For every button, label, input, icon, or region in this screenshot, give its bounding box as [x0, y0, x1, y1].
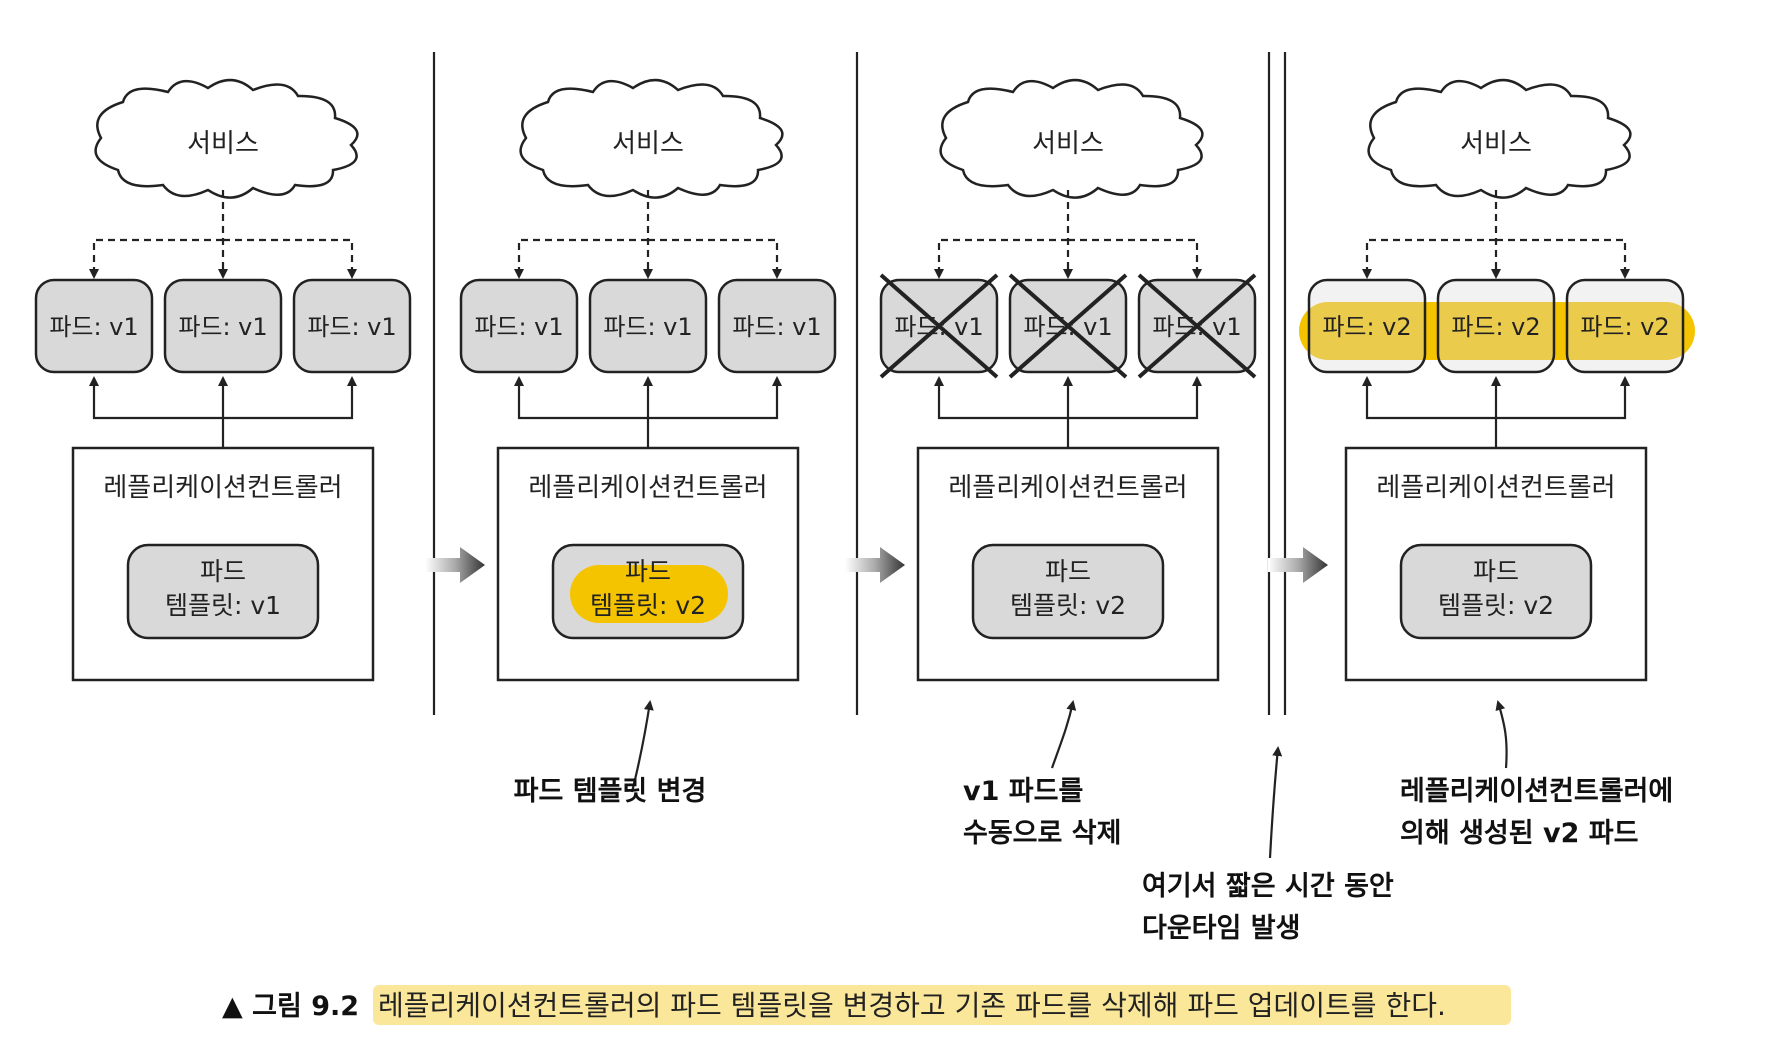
transition-arrow-2	[845, 547, 905, 583]
annotation-downtime-line2: 다운타임 발생	[1142, 913, 1300, 944]
annotation-delete-manual-line2: 수동으로 삭제	[963, 818, 1121, 849]
rc-link-right	[1496, 376, 1630, 420]
pod: 파드: v1	[717, 278, 837, 374]
pod-template-label-line2: 템플릿: v2	[1438, 591, 1554, 620]
annotation-new-pods-line1: 레플리케이션컨트롤러에	[1400, 776, 1673, 807]
service-link-right	[1068, 238, 1202, 279]
pod-box	[34, 278, 154, 374]
pod-template-label-line1: 파드	[1473, 557, 1519, 586]
pod-box	[1565, 278, 1685, 374]
pod-template-label-line1: 파드	[625, 557, 671, 586]
pods-highlight	[1299, 302, 1695, 360]
pod-box	[1436, 278, 1556, 374]
pod-template-box	[1399, 543, 1593, 640]
service-link-left	[934, 238, 1068, 279]
caption-highlight	[373, 985, 1511, 1025]
pod-label: 파드: v1	[307, 313, 396, 341]
pointer-delete-manual	[1050, 700, 1077, 769]
pod-label: 파드: v2	[1322, 313, 1411, 341]
pod-label: 파드: v1	[49, 313, 138, 341]
service-link-right	[1496, 238, 1630, 279]
caption-prefix: ▲ 그림 9.2	[222, 991, 359, 1022]
pod-box	[163, 278, 283, 374]
pod-label: 파드: v1	[474, 313, 563, 341]
pod: 파드: v1	[588, 278, 708, 374]
service-cloud	[519, 78, 784, 199]
pod-template-label-line2: 템플릿: v2	[1010, 591, 1126, 620]
pod-template-label-line2: 템플릿: v1	[165, 591, 281, 620]
service-link-right	[223, 238, 357, 279]
service-link-left	[1362, 238, 1496, 279]
pod: 파드: v1	[1137, 273, 1257, 379]
rc-link-right	[1068, 376, 1202, 420]
service-label: 서비스	[612, 129, 684, 159]
replication-controller-title: 레플리케이션컨트롤러	[103, 473, 342, 503]
service-cloud	[94, 78, 359, 199]
pod-box	[1307, 278, 1427, 374]
service-cloud	[1367, 78, 1632, 199]
replication-controller-title: 레플리케이션컨트롤러	[948, 473, 1187, 503]
pod: 파드: v2	[1565, 278, 1685, 374]
annotation-change-template: 파드 템플릿 변경	[514, 776, 707, 807]
rc-link-left	[514, 376, 650, 448]
service-label: 서비스	[187, 129, 259, 159]
pod: 파드: v1	[1008, 273, 1128, 379]
pod-box	[588, 278, 708, 374]
annotation-delete-manual-line1: v1 파드를	[963, 776, 1083, 807]
pod-template-label-line2: 템플릿: v2	[590, 591, 706, 620]
rc-link-right	[223, 376, 357, 420]
pod-deleted-cross	[1008, 273, 1128, 379]
pod: 파드: v1	[34, 278, 154, 374]
pod-box	[459, 278, 579, 374]
pod-box	[292, 278, 412, 374]
pod-deleted-cross	[879, 273, 999, 379]
pointer-new-pods	[1495, 700, 1508, 769]
pod-template-box	[126, 543, 320, 640]
pod: 파드: v1	[292, 278, 412, 374]
pod-template-label-line1: 파드	[1045, 557, 1091, 586]
rc-link-left	[89, 376, 225, 448]
pod-box	[717, 278, 837, 374]
replication-controller-title: 레플리케이션컨트롤러	[1376, 473, 1615, 503]
service-cloud	[939, 78, 1204, 199]
pod-label: 파드: v1	[178, 313, 267, 341]
pod: 파드: v1	[163, 278, 283, 374]
rc-link-right	[648, 376, 782, 420]
service-link-right	[648, 238, 782, 279]
transition-arrow-3	[1268, 547, 1328, 583]
pod-label: 파드: v2	[1580, 313, 1669, 341]
pod: 파드: v2	[1307, 278, 1427, 374]
pointer-change-template	[630, 700, 654, 793]
pod-label: 파드: v1	[732, 313, 821, 341]
service-link-left	[514, 238, 648, 279]
annotation-downtime-line1: 여기서 짧은 시간 동안	[1142, 871, 1394, 902]
service-label: 서비스	[1460, 129, 1532, 159]
pod: 파드: v1	[459, 278, 579, 374]
pointer-downtime	[1268, 746, 1283, 859]
pod-template-label-line1: 파드	[200, 557, 246, 586]
transition-arrow-1	[425, 547, 485, 583]
pod-deleted-cross	[1137, 273, 1257, 379]
pod-template-box	[971, 543, 1165, 640]
service-link-left	[89, 238, 223, 279]
caption-text: 레플리케이션컨트롤러의 파드 템플릿을 변경하고 기존 파드를 삭제해 파드 업…	[378, 989, 1446, 1022]
pod-label: 파드: v2	[1451, 313, 1540, 341]
pod: 파드: v2	[1436, 278, 1556, 374]
annotation-new-pods-line2: 의해 생성된 v2 파드	[1400, 818, 1638, 849]
replication-controller-title: 레플리케이션컨트롤러	[528, 473, 767, 503]
pod: 파드: v1	[879, 273, 999, 379]
rc-link-left	[934, 376, 1070, 448]
template-highlight	[570, 565, 728, 623]
service-label: 서비스	[1032, 129, 1104, 159]
pod-label: 파드: v1	[603, 313, 692, 341]
rc-link-left	[1362, 376, 1498, 448]
